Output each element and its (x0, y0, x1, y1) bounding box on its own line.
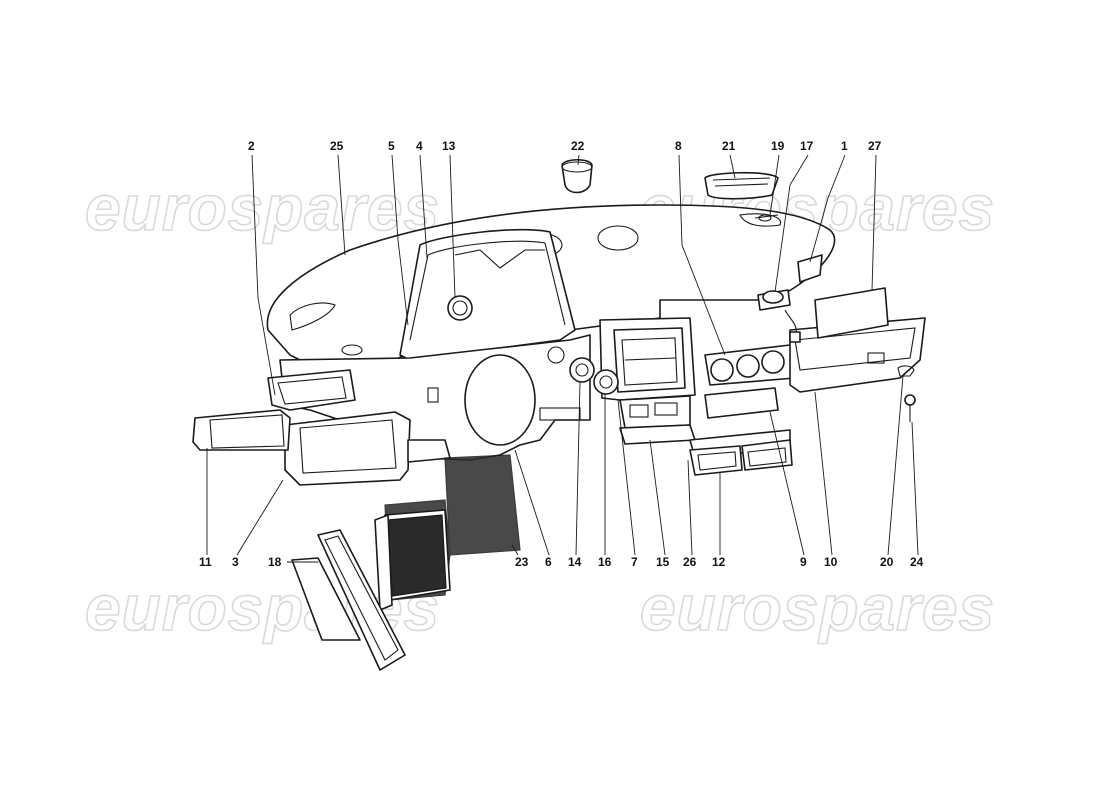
callout-9: 9 (800, 555, 807, 569)
knee-pad (192, 409, 291, 451)
left-glovebox (284, 411, 451, 486)
callout-26: 26 (683, 555, 697, 569)
screw-24 (904, 394, 916, 422)
callout-14: 14 (568, 555, 582, 569)
callout-19: 19 (771, 139, 785, 153)
center-vent-assembly (689, 429, 793, 476)
callout-4: 4 (416, 139, 423, 153)
callout-16: 16 (598, 555, 612, 569)
callout-15: 15 (656, 555, 670, 569)
callout-23: 23 (515, 555, 529, 569)
watermark-bottom-right: eurospares (640, 572, 995, 644)
leader-lines (206, 154, 919, 563)
lower-right-trim (704, 387, 779, 419)
watermark-top-left: eurospares (85, 172, 440, 244)
gauge-cluster-panel (704, 344, 796, 386)
callout-21: 21 (722, 139, 736, 153)
callout-25: 25 (330, 139, 344, 153)
callout-1: 1 (841, 139, 848, 153)
callout-12: 12 (712, 555, 726, 569)
demister-grille-21 (704, 171, 779, 200)
callouts: 2 25 5 4 13 22 8 21 19 17 1 27 11 3 18 2… (199, 139, 924, 569)
callout-13: 13 (442, 139, 456, 153)
clip-20 (897, 365, 915, 377)
knob-14 (569, 357, 595, 383)
callout-5: 5 (388, 139, 395, 153)
side-trim-panel (291, 529, 406, 671)
vent-ring-22 (561, 158, 593, 194)
right-glovebox-lid (814, 287, 889, 339)
knob-16 (593, 369, 619, 395)
speaker-17 (757, 289, 801, 343)
trim-piece-1 (797, 254, 823, 283)
callout-6: 6 (545, 555, 552, 569)
instrument-hood (399, 228, 576, 361)
callout-7: 7 (631, 555, 638, 569)
console-bezel (599, 317, 696, 429)
callout-22: 22 (571, 139, 585, 153)
callout-2: 2 (248, 139, 255, 153)
callout-17: 17 (800, 139, 814, 153)
callout-18: 18 (268, 555, 282, 569)
callout-20: 20 (880, 555, 894, 569)
callout-11: 11 (199, 555, 212, 569)
callout-10: 10 (824, 555, 838, 569)
clip-19 (754, 214, 779, 222)
carpet-panel (374, 454, 521, 611)
left-vent-trim (267, 369, 356, 411)
callout-3: 3 (232, 555, 239, 569)
console-lower-tray (619, 424, 696, 445)
callout-8: 8 (675, 139, 682, 153)
callout-24: 24 (910, 555, 924, 569)
callout-27: 27 (868, 139, 882, 153)
